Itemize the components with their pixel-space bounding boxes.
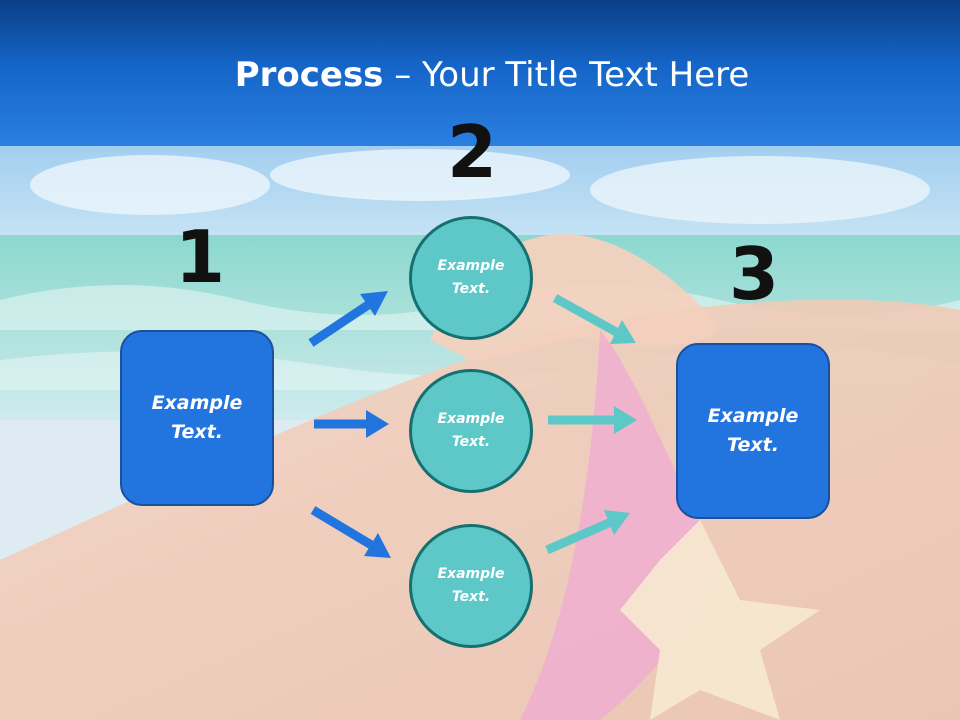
slide-title: Process – Your Title Text Here (0, 52, 960, 98)
arrow-1-to-bottom (310, 506, 391, 558)
step-2-circle-bottom-text: Example Text. (437, 566, 505, 605)
arrow-1-to-middle (314, 410, 389, 438)
step-3-box: Example Text. (676, 343, 830, 519)
title-bar: Process – Your Title Text Here (0, 0, 960, 146)
step-1-box: Example Text. (120, 330, 274, 506)
step-2-circle-middle: Example Text. (409, 369, 533, 493)
step-1-number: 1 (174, 215, 226, 299)
title-bold-text: Process (234, 55, 384, 95)
step-3-text: Example Text. (707, 405, 799, 456)
step-2-number: 2 (446, 110, 498, 194)
arrow-1-to-top (308, 291, 388, 347)
step-3-number: 3 (728, 232, 780, 316)
step-2-circle-middle-text: Example Text. (437, 411, 505, 450)
step-2-circle-bottom: Example Text. (409, 524, 533, 648)
step-2-circle-top-text: Example Text. (437, 258, 505, 297)
title-rest-text: – Your Title Text Here (383, 55, 750, 95)
arrow-top-to-3 (552, 294, 636, 344)
arrow-middle-to-3 (548, 406, 637, 434)
step-2-circle-top: Example Text. (409, 216, 533, 340)
step-1-text: Example Text. (151, 392, 243, 443)
arrow-bottom-to-3 (545, 510, 630, 555)
